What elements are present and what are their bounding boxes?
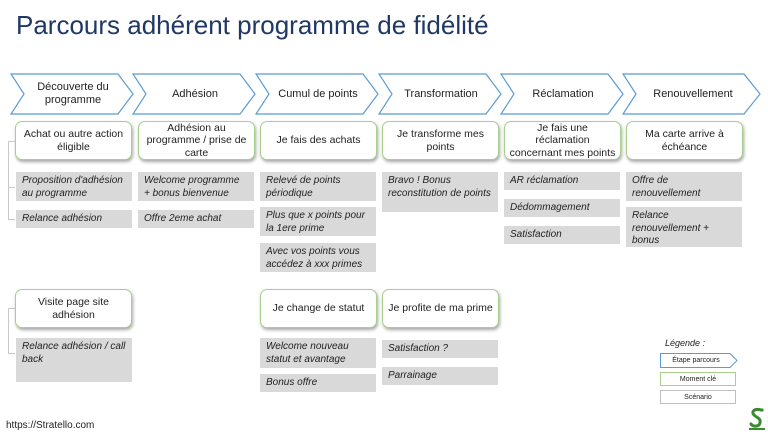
scenario-item: Relevé de points périodique — [260, 172, 376, 201]
moment-adhesion: Adhésion au programme / prise de carte — [138, 121, 255, 160]
stage-renouvellement: Renouvellement — [622, 73, 762, 115]
scenario-item: Plus que x points pour la 1ere prime — [260, 207, 376, 236]
scenario-item: Welcome nouveau statut et avantage — [260, 338, 376, 368]
stage-label: Découverte du programme — [37, 81, 109, 106]
connector-line — [8, 141, 9, 220]
connector-line — [8, 187, 15, 188]
scenario-item: Dédommagement — [504, 199, 620, 217]
scenario-item: Relance renouvellement + bonus — [626, 207, 742, 247]
connector-line — [8, 141, 15, 142]
moment-visite-site: Visite page site adhésion — [15, 289, 132, 328]
moment-renouvellement: Ma carte arrive à échéance — [626, 121, 743, 160]
footer-url[interactable]: https://Stratello.com — [6, 420, 95, 431]
moment-reclamation: Je fais une réclamation concernant mes p… — [504, 121, 621, 160]
legend-moment: Moment clé — [660, 372, 736, 386]
legend-chevron-shape — [660, 353, 738, 368]
chevron-shape — [622, 73, 761, 115]
legend-scenario: Scénario — [660, 390, 736, 404]
stage-label: Réclamation — [532, 87, 594, 100]
journey-stages: Découverte du programme Adhésion Cumul d… — [10, 73, 762, 115]
connector-line — [8, 353, 15, 354]
chevron-shape — [255, 73, 379, 115]
stage-cumul: Cumul de points — [255, 73, 379, 115]
stage-decouverte: Découverte du programme — [10, 73, 134, 115]
moment-changement-statut: Je change de statut — [260, 289, 377, 328]
scenario-item: Avec vos points vous accédez à xxx prime… — [260, 243, 376, 272]
stage-reclamation: Réclamation — [500, 73, 624, 115]
stage-label: Transformation — [404, 87, 478, 100]
stage-label: Cumul de points — [278, 87, 358, 100]
legend-stage: Étape parcours — [660, 353, 738, 368]
chevron-shape — [500, 73, 624, 115]
scenario-item: Satisfaction ? — [382, 340, 498, 358]
chevron-shape — [10, 73, 134, 115]
stage-label: Adhésion — [172, 87, 218, 100]
moment-cumul: Je fais des achats — [260, 121, 377, 160]
moment-profite-prime: Je profite de ma prime — [382, 289, 499, 328]
chevron-shape — [378, 73, 502, 115]
stage-adhesion: Adhésion — [132, 73, 256, 115]
scenario-item: Parrainage — [382, 367, 498, 385]
scenario-item: Relance adhésion / call back — [16, 338, 132, 382]
connector-line — [8, 308, 9, 353]
scenario-item: Bonus offre — [260, 374, 376, 392]
moment-transformation: Je transforme mes points — [382, 121, 499, 160]
moment-decouverte: Achat ou autre action éligible — [15, 121, 132, 160]
scenario-item: Satisfaction — [504, 226, 620, 244]
scenario-item: Relance adhésion — [16, 210, 132, 228]
legend-stage-label: Étape parcours — [672, 357, 720, 364]
scenario-item: Bravo ! Bonus reconstitution de points — [382, 172, 498, 212]
scenario-item: Offre 2eme achat — [138, 210, 254, 228]
connector-line — [8, 308, 15, 309]
scenario-item: Offre de renouvellement — [626, 172, 742, 201]
stage-transformation: Transformation — [378, 73, 502, 115]
scenario-item: Proposition d'adhésion au programme — [16, 172, 132, 201]
connector-line — [8, 219, 15, 220]
chevron-shape — [132, 73, 256, 115]
page-title: Parcours adhérent programme de fidélité — [16, 10, 489, 40]
stratello-logo-icon — [749, 408, 765, 430]
scenario-item: Welcome programme + bonus bienvenue — [138, 172, 254, 201]
legend-title: Légende : — [665, 338, 706, 348]
scenario-item: AR réclamation — [504, 172, 620, 190]
stage-label: Renouvellement — [653, 87, 733, 100]
